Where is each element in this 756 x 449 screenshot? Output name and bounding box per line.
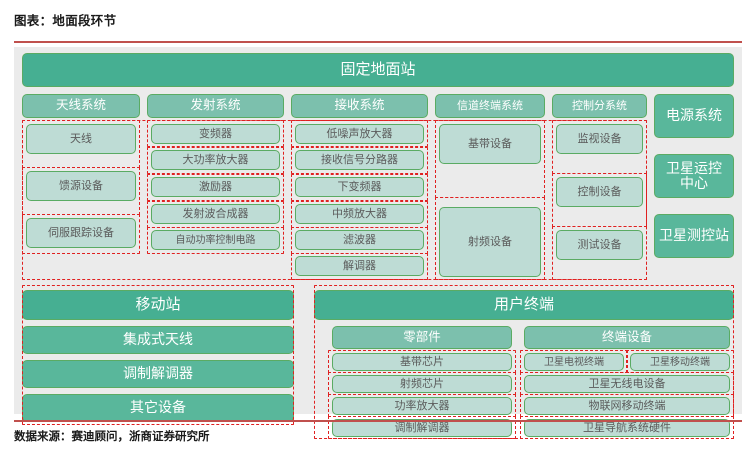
item-demodulator[interactable]: 解调器	[295, 256, 424, 276]
column-header-components[interactable]: 零部件	[332, 326, 512, 349]
item-satellite-navigation-hardware[interactable]: 卫星导航系统硬件	[524, 419, 730, 437]
item-baseband-equipment[interactable]: 基带设备	[439, 124, 541, 164]
item-antenna[interactable]: 天线	[26, 124, 136, 154]
item-automatic-power-control-circuit[interactable]: 自动功率控制电路	[151, 230, 280, 250]
item-feed-equipment[interactable]: 馈源设备	[26, 171, 136, 201]
item-filter[interactable]: 滤波器	[295, 230, 424, 250]
item-test-equipment[interactable]: 测试设备	[556, 230, 643, 260]
side-box-power-system[interactable]: 电源系统	[654, 94, 734, 138]
user-terminal-header: 用户终端	[314, 290, 734, 320]
column-header-receive-system[interactable]: 接收系统	[291, 94, 428, 118]
source-divider	[14, 420, 742, 422]
item-control-equipment[interactable]: 控制设备	[556, 177, 643, 207]
item-if-amplifier[interactable]: 中频放大器	[295, 204, 424, 224]
item-high-power-amplifier[interactable]: 大功率放大器	[151, 150, 280, 170]
column-header-terminal-equipment[interactable]: 终端设备	[524, 326, 730, 349]
item-down-converter[interactable]: 下变频器	[295, 177, 424, 197]
item-monitoring-equipment[interactable]: 监视设备	[556, 124, 643, 154]
item-exciter[interactable]: 激励器	[151, 177, 280, 197]
item-satellite-mobile-terminal[interactable]: 卫星移动终端	[630, 353, 730, 371]
item-integrated-antenna[interactable]: 集成式天线	[22, 326, 294, 354]
item-low-noise-amplifier[interactable]: 低噪声放大器	[295, 124, 424, 144]
item-frequency-converter[interactable]: 变频器	[151, 124, 280, 144]
item-transmit-wave-combiner[interactable]: 发射波合成器	[151, 204, 280, 224]
column-header-antenna-system[interactable]: 天线系统	[22, 94, 140, 118]
item-iot-mobile-terminal[interactable]: 物联网移动终端	[524, 397, 730, 415]
diagram-canvas: 固定地面站 天线系统 发射系统 接收系统 信道终端系统 控制分系统 天线 馈源设…	[14, 47, 742, 439]
item-baseband-chip[interactable]: 基带芯片	[332, 353, 512, 371]
side-box-satellite-operation-control-center[interactable]: 卫星运控 中心	[654, 154, 734, 198]
item-receive-signal-splitter[interactable]: 接收信号分路器	[295, 150, 424, 170]
column-header-control-subsystem[interactable]: 控制分系统	[552, 94, 647, 118]
page-title: 图表：地面段环节	[14, 14, 117, 28]
item-satellite-tv-terminal[interactable]: 卫星电视终端	[524, 353, 624, 371]
item-modem[interactable]: 调制解调器	[22, 360, 294, 388]
column-header-transmit-system[interactable]: 发射系统	[147, 94, 284, 118]
title-divider	[14, 41, 742, 43]
item-power-amplifier[interactable]: 功率放大器	[332, 397, 512, 415]
item-rf-chip[interactable]: 射频芯片	[332, 375, 512, 393]
item-servo-tracking-equipment[interactable]: 伺服跟踪设备	[26, 218, 136, 248]
item-terminal-modem[interactable]: 调制解调器	[332, 419, 512, 437]
item-rf-equipment[interactable]: 射频设备	[439, 207, 541, 277]
source-note: 数据来源：赛迪顾问，浙商证券研究所	[14, 431, 210, 443]
side-box-satellite-tracking-station[interactable]: 卫星测控站	[654, 214, 734, 258]
item-satellite-radio-equipment[interactable]: 卫星无线电设备	[524, 375, 730, 393]
column-header-channel-terminal-system[interactable]: 信道终端系统	[435, 94, 545, 118]
item-other-equipment[interactable]: 其它设备	[22, 394, 294, 422]
fixed-ground-station-header: 固定地面站	[22, 53, 734, 87]
mobile-station-header: 移动站	[22, 290, 294, 320]
